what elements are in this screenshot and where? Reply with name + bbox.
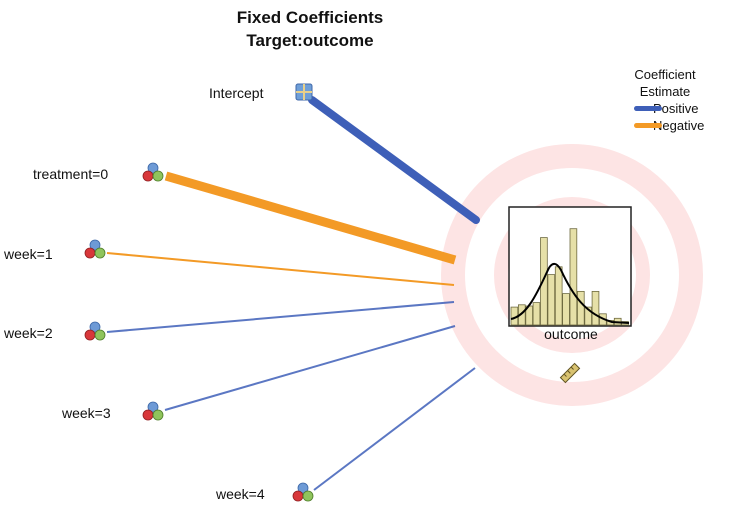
node-label-week-4: week=4 xyxy=(216,486,265,502)
histogram-bar xyxy=(562,293,570,326)
connector-week-4 xyxy=(313,367,476,491)
connector-treatment-0 xyxy=(164,171,457,265)
histogram-bar xyxy=(584,306,592,326)
legend-item-positive: Positive xyxy=(620,100,738,117)
categorical-icon xyxy=(142,401,164,421)
legend-swatch-positive xyxy=(634,106,662,111)
categorical-icon xyxy=(84,239,106,259)
legend-label-negative: Negative xyxy=(653,118,705,133)
legend-title: Coefficient xyxy=(634,67,696,82)
node-label-treatment-0: treatment=0 xyxy=(33,166,109,182)
node-label-week-3: week=3 xyxy=(62,405,111,421)
connector-week-3 xyxy=(164,325,456,411)
histogram-bar xyxy=(547,274,556,326)
ruler-icon xyxy=(559,362,581,384)
target-histogram xyxy=(508,206,632,327)
normal-curve xyxy=(510,262,630,324)
legend-swatch-negative xyxy=(634,123,662,128)
histogram-bar xyxy=(540,237,548,326)
histogram-bar xyxy=(591,290,600,326)
connector-week-1 xyxy=(106,252,455,286)
categorical-icon xyxy=(84,321,106,341)
categorical-icon xyxy=(142,162,164,182)
connector-intercept xyxy=(308,96,480,224)
target-ring-inner xyxy=(494,197,650,353)
target-ring-outer xyxy=(441,144,703,406)
chart-title: Fixed Coefficients xyxy=(236,8,384,27)
legend-title-line2: Estimate xyxy=(639,84,691,99)
connector-week-2 xyxy=(106,301,455,333)
target-label: outcome xyxy=(544,326,598,342)
histogram-bar xyxy=(577,290,585,326)
histogram-bar xyxy=(554,266,563,326)
histogram-bar xyxy=(569,228,578,326)
legend-item-negative: Negative xyxy=(620,117,738,134)
histogram-bars xyxy=(510,228,629,326)
legend: Coefficient Estimate Positive Negative xyxy=(620,66,738,134)
chart-subtitle: Target:outcome xyxy=(246,31,374,50)
node-label-intercept: Intercept xyxy=(209,85,264,101)
node-label-week-1: week=1 xyxy=(4,246,53,262)
node-label-week-2: week=2 xyxy=(4,325,53,341)
legend-label-positive: Positive xyxy=(653,101,699,116)
intercept-icon xyxy=(295,83,313,101)
categorical-icon xyxy=(292,482,314,502)
histogram-bar xyxy=(532,302,541,326)
